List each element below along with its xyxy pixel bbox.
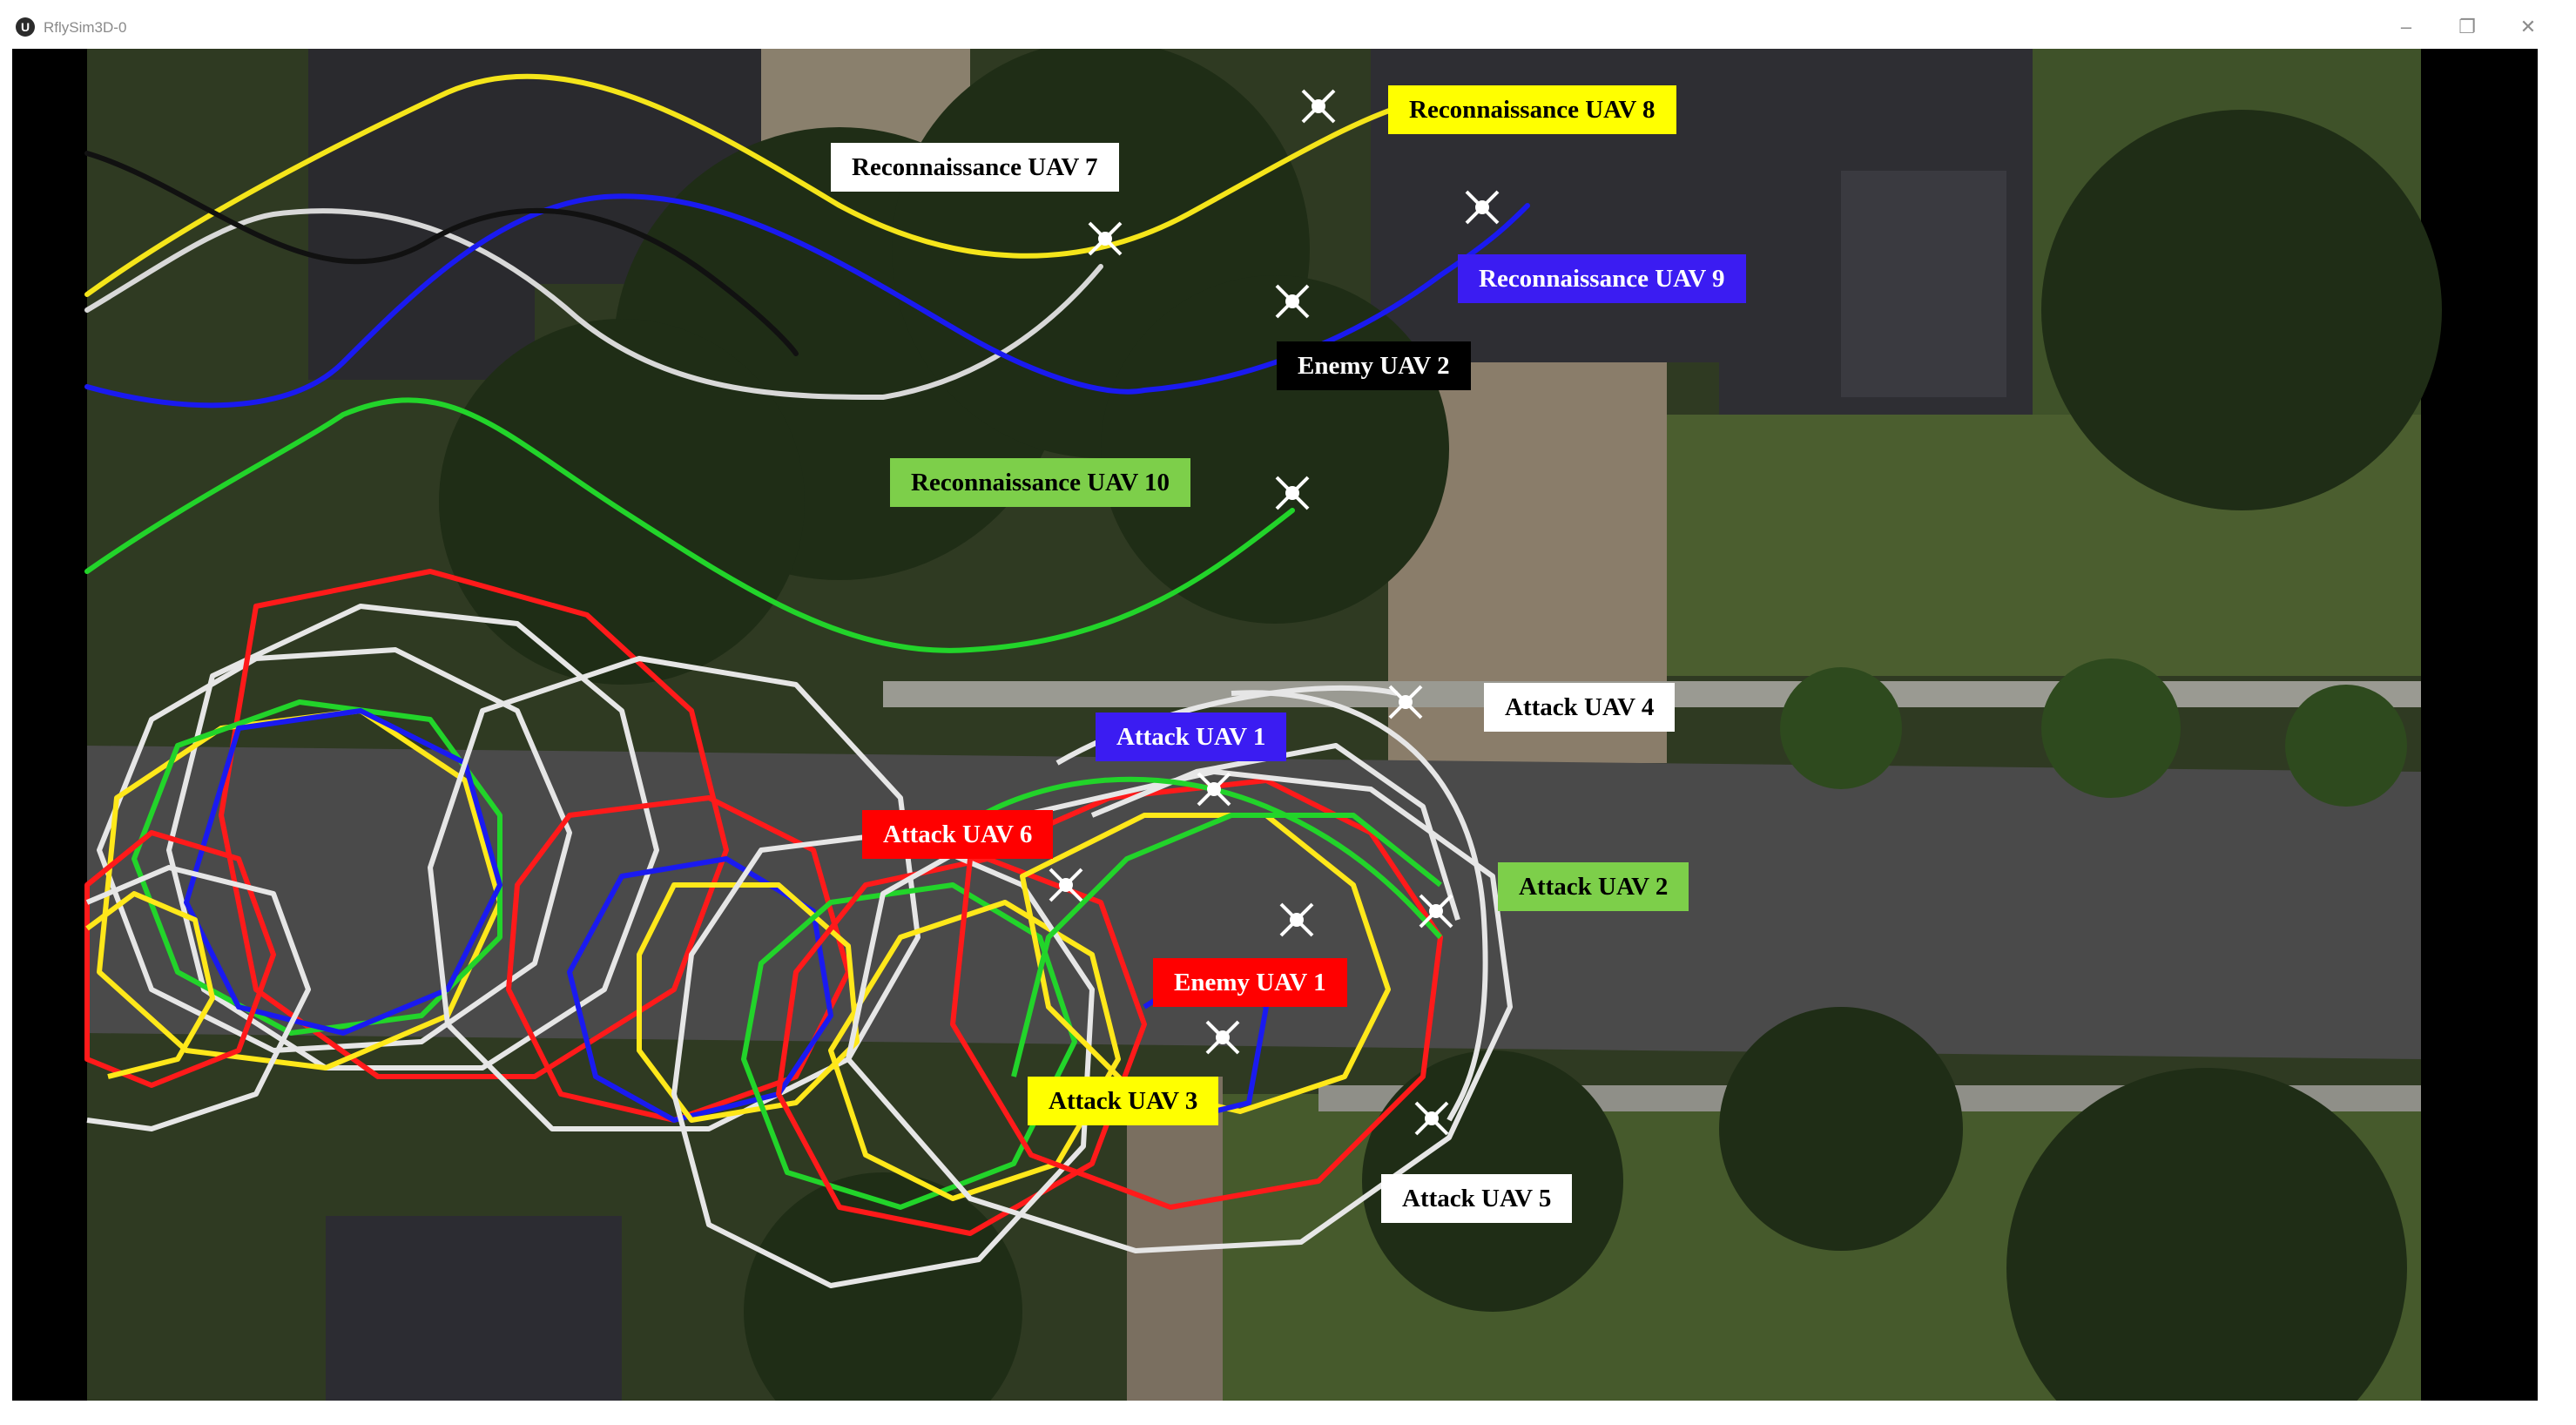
- loop-white: [97, 647, 572, 1053]
- label-attack-uav-6: Attack UAV 6: [862, 810, 1054, 859]
- loop-white: [671, 830, 1095, 1288]
- drone-icon: [1279, 902, 1314, 937]
- sweep-to-attack-5: [1231, 690, 1488, 1122]
- trajectory-recon-8: [84, 73, 1426, 297]
- label-attack-uav-5: Attack UAV 5: [1381, 1174, 1573, 1223]
- label-reconnaissance-uav-7: Reconnaissance UAV 7: [831, 143, 1119, 192]
- label-attack-uav-4: Attack UAV 4: [1484, 683, 1676, 732]
- label-attack-uav-1: Attack UAV 1: [1096, 712, 1287, 761]
- loop-white: [166, 604, 659, 1070]
- label-reconnaissance-uav-9: Reconnaissance UAV 9: [1458, 254, 1746, 303]
- loop-yellow: [637, 882, 860, 1123]
- drone-icon: [1275, 284, 1310, 319]
- label-reconnaissance-uav-10: Reconnaissance UAV 10: [890, 458, 1191, 507]
- trajectory-recon-10: [84, 397, 1295, 653]
- house-roof: [326, 1216, 622, 1401]
- house-roof: [1841, 171, 2006, 397]
- drone-icon: [1088, 221, 1123, 256]
- loop-yellow: [85, 891, 215, 1079]
- loop-red: [506, 795, 851, 1123]
- loop-green: [1011, 813, 1442, 1077]
- restore-button[interactable]: ❐: [2458, 16, 2476, 37]
- drone-icon: [1465, 190, 1500, 225]
- drone-icon: [1197, 772, 1231, 807]
- drone-icon: [1388, 685, 1423, 719]
- close-button[interactable]: ✕: [2519, 16, 2537, 37]
- window-title: RflySim3D-0: [44, 19, 127, 36]
- trajectory-enemy-2: [84, 151, 799, 356]
- loop-blue: [184, 708, 502, 1036]
- label-attack-uav-3: Attack UAV 3: [1028, 1077, 1219, 1125]
- drone-icon: [1275, 476, 1310, 510]
- trajectory-recon-9: [84, 193, 1530, 409]
- drone-icon: [1049, 868, 1083, 902]
- encirclement-loops: [84, 569, 1513, 1288]
- drone-icon: [1301, 89, 1336, 124]
- loop-yellow: [1020, 813, 1391, 1114]
- loop-red: [84, 830, 276, 1088]
- drone-icon: [1419, 894, 1453, 929]
- drone-icon: [1414, 1101, 1449, 1136]
- paved-path: [1127, 1077, 1223, 1401]
- window-titlebar: U RflySim3D-0 – ❐ ✕: [0, 0, 2576, 49]
- loop-white: [85, 865, 311, 1131]
- minimize-button[interactable]: –: [2400, 16, 2412, 37]
- unreal-engine-icon: U: [16, 17, 35, 37]
- bush: [1780, 658, 2407, 807]
- label-enemy-uav-2: Enemy UAV 2: [1277, 341, 1471, 390]
- label-enemy-uav-1: Enemy UAV 1: [1153, 958, 1347, 1007]
- sweep-to-attack-2: [951, 776, 1443, 940]
- trajectory-group: [84, 73, 1530, 653]
- loop-red: [776, 856, 1147, 1236]
- label-reconnaissance-uav-8: Reconnaissance UAV 8: [1388, 85, 1676, 134]
- loop-red: [219, 569, 729, 1079]
- street: [87, 746, 2421, 1059]
- loop-white: [1090, 743, 1460, 921]
- simulation-viewport[interactable]: Reconnaissance UAV 8 Reconnaissance UAV …: [12, 49, 2538, 1401]
- label-attack-uav-2: Attack UAV 2: [1498, 862, 1689, 911]
- drone-icon: [1205, 1020, 1240, 1055]
